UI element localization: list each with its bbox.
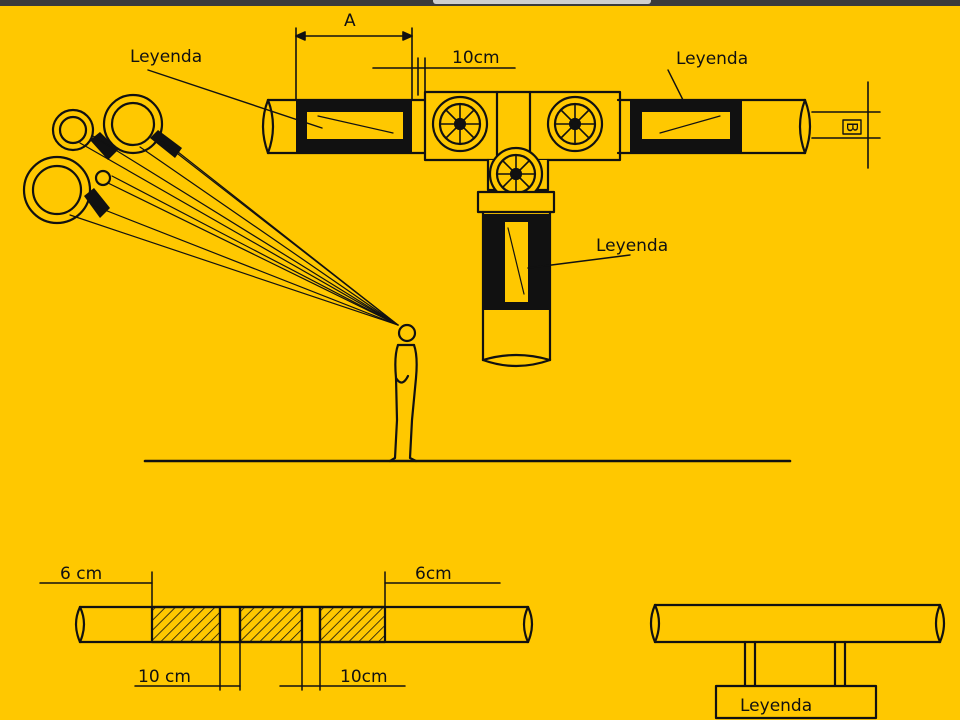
vertical-pipe [476,190,556,368]
legend-label-top-right: Leyenda [676,49,748,69]
bottom-left-dimensions [39,571,501,691]
dimension-b-label: B [843,122,861,132]
leader-top-right [667,69,689,111]
dimension-6cm-left-label: 6 cm [60,564,102,584]
legend-label-top-left: Leyenda [130,47,202,67]
hatched-band-3 [318,605,387,644]
gap-1 [218,605,242,644]
hatched-band-2 [238,605,304,644]
dimension-10cm-top-label: 10cm [452,48,500,68]
dimension-a [295,27,413,101]
bottom-left-pipe [74,605,534,644]
gap-2 [300,605,322,644]
dimension-b [811,81,881,169]
dimension-10cm-top [372,57,516,96]
leader-vertical [527,254,631,269]
sightlines [69,135,399,326]
right-pipe [616,98,812,155]
legend-label-sign: Leyenda [740,696,812,716]
legend-sign-plate [714,684,878,720]
leader-top-left [147,69,323,129]
dimension-10cm-left-label: 10 cm [138,667,191,687]
dimension-6cm-right-label: 6cm [415,564,452,584]
bottom-right-pipe [649,603,946,720]
dimension-10cm-right-label: 10cm [340,667,388,687]
window-tab [433,0,651,4]
hatched-band-1 [150,605,222,644]
window-top-bar [0,0,960,6]
legend-label-vertical: Leyenda [596,236,668,256]
dimension-a-label: A [344,11,356,31]
left-pipe [261,98,430,155]
standing-person [388,323,418,463]
tee-fitting [423,90,622,202]
